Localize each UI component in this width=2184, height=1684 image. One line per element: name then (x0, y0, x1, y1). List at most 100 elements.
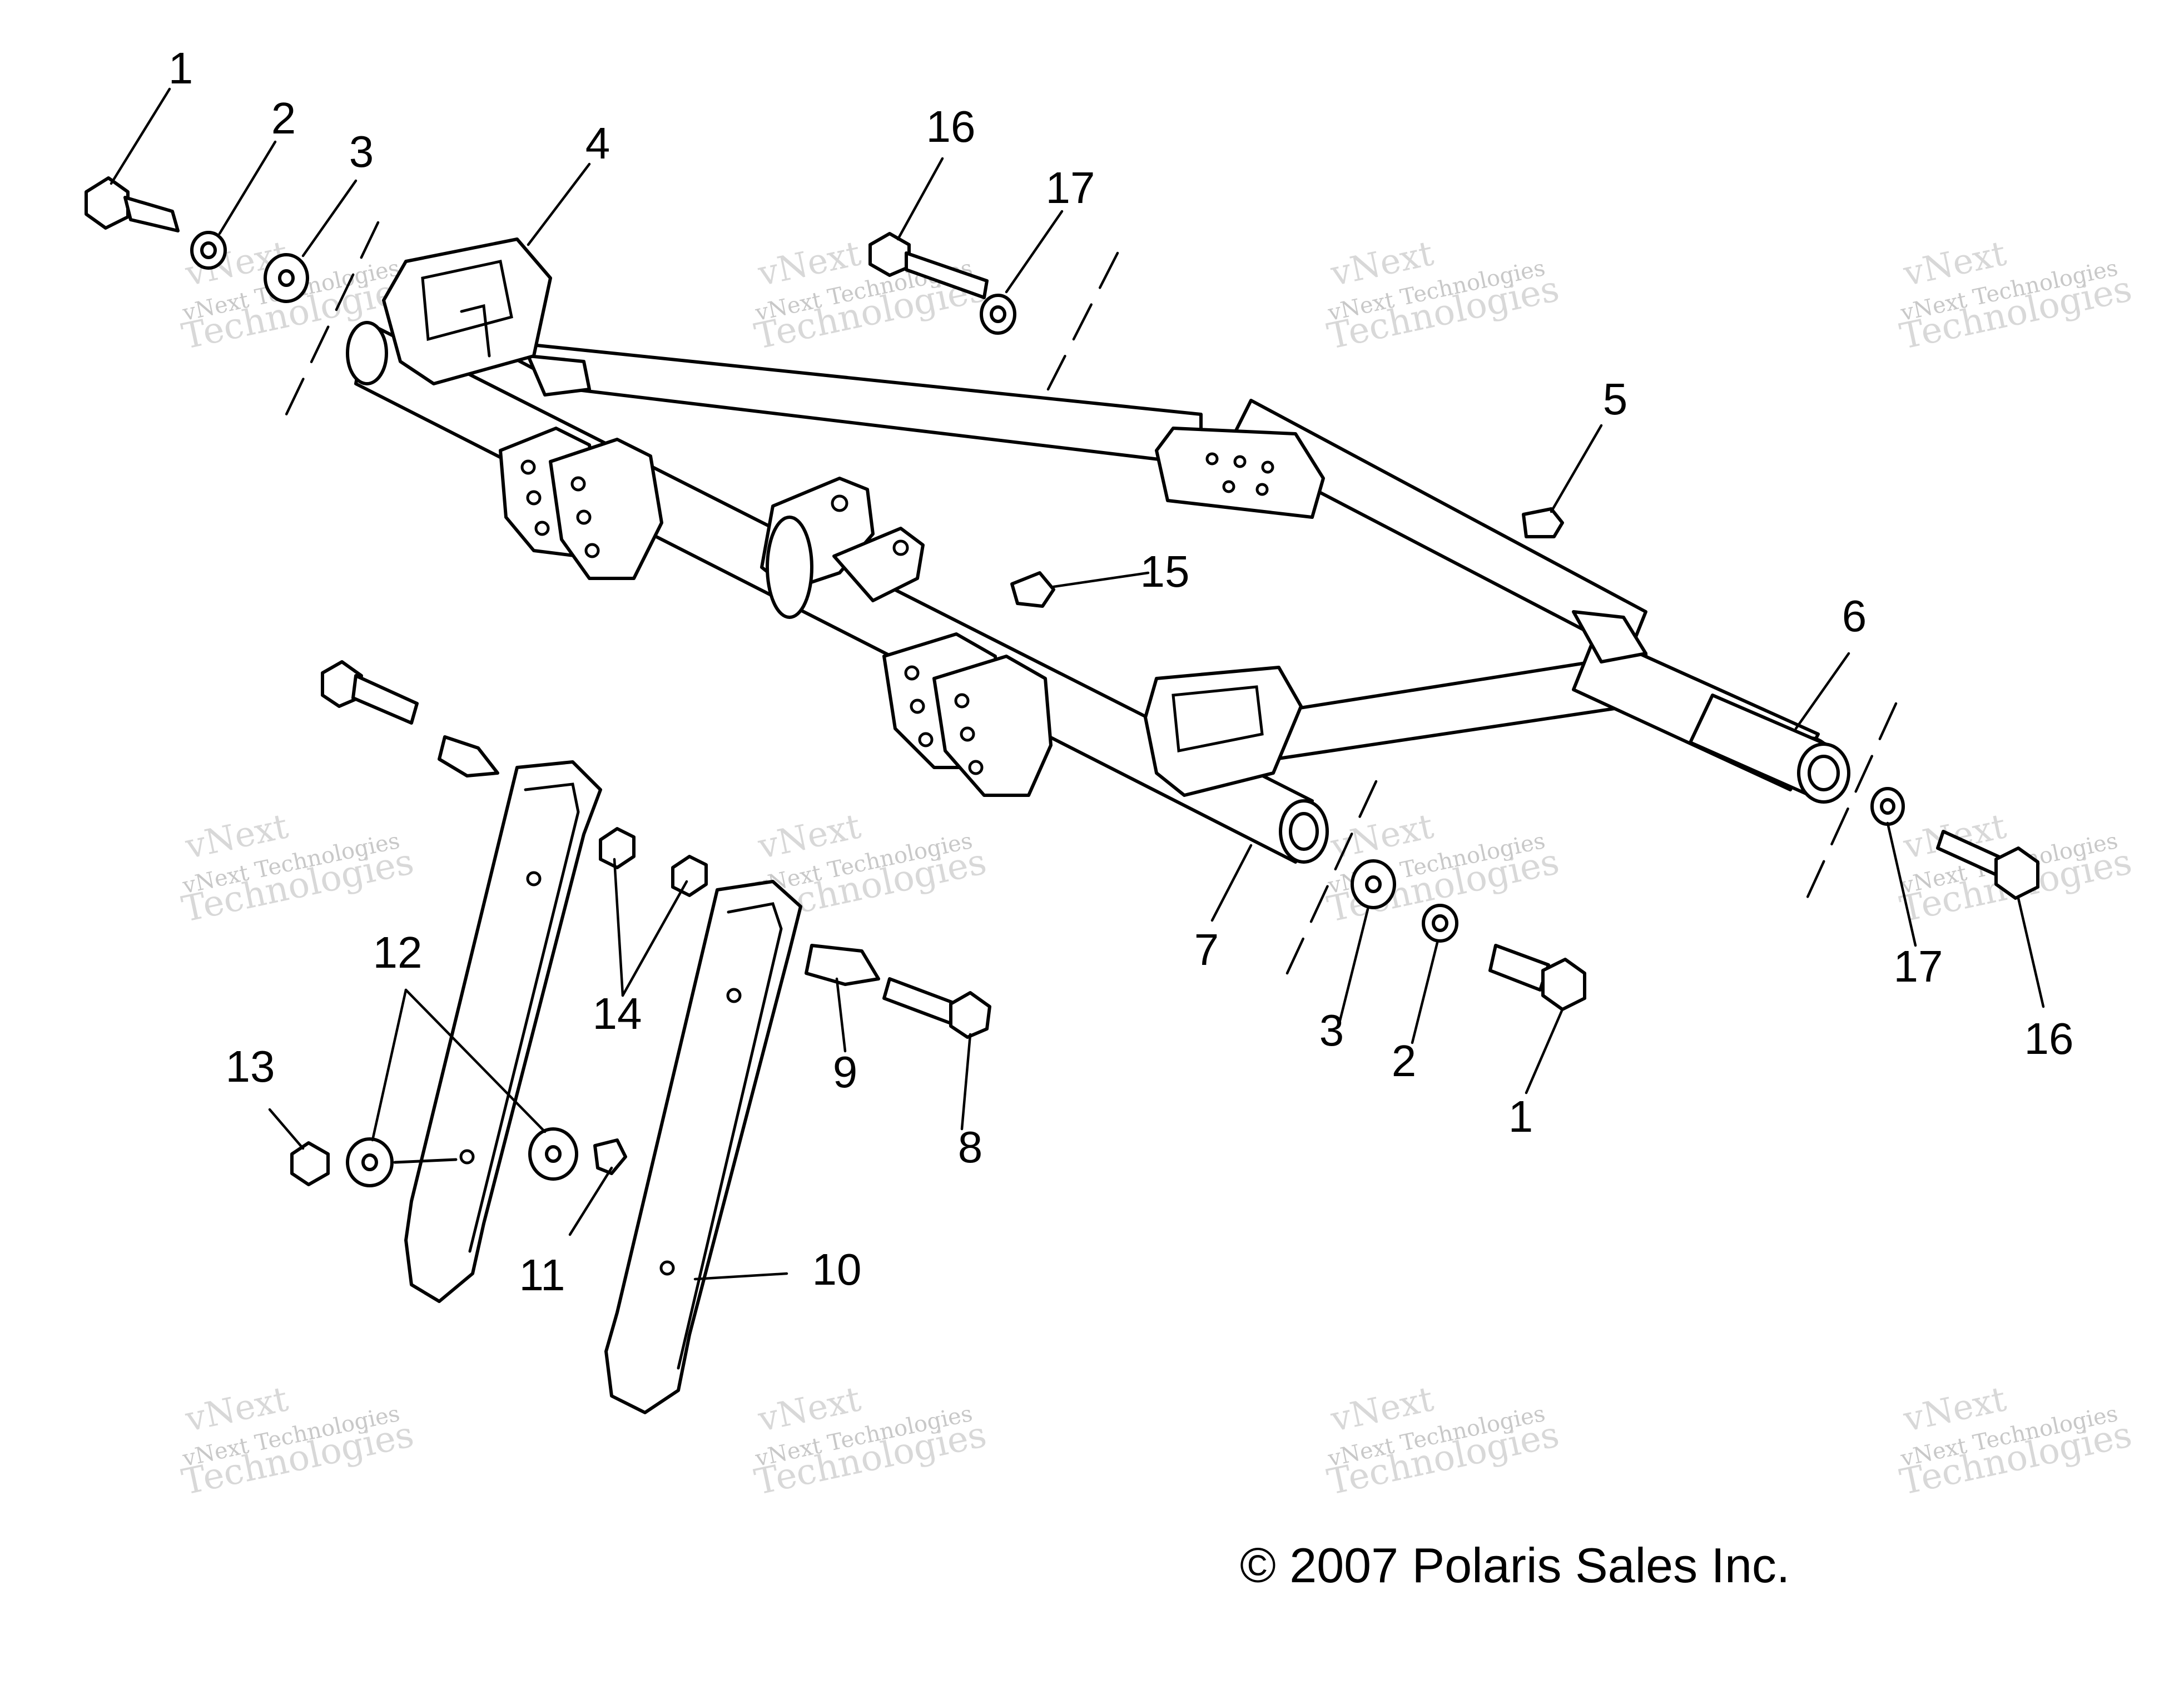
leader-line (960, 1033, 972, 1131)
plate-hole (576, 509, 592, 525)
grease-fitting (1010, 571, 1055, 608)
bolt-shank (123, 196, 180, 232)
gusset-hole (1222, 480, 1235, 493)
spacer (805, 944, 880, 986)
grease-fitting (1522, 507, 1564, 538)
callout-label: 16 (926, 102, 976, 151)
washer-hole (278, 269, 295, 287)
leader-line (1525, 1008, 1564, 1094)
front-torque-arm-frame (346, 237, 1850, 864)
bolt-shank (1488, 944, 1550, 992)
callout-label: 16 (2024, 1014, 2074, 1063)
rear-shaft-bore (1808, 755, 1840, 791)
washer-hole (990, 305, 1006, 323)
lower-link-assembly (290, 660, 991, 1414)
copyright-notice: © 2007 Polaris Sales Inc. (1240, 1538, 1790, 1593)
leader-line (110, 87, 171, 185)
plate-hole (918, 732, 934, 747)
gusset-hole (1205, 452, 1219, 465)
right-strap-bracket (1144, 666, 1303, 797)
gusset-hole (1255, 483, 1269, 496)
axis-line-front-left (1285, 780, 1378, 975)
nut (599, 827, 636, 869)
center-collar (766, 516, 813, 619)
left-strap-detail (460, 304, 491, 358)
leader-line (1550, 424, 1603, 513)
callout-label: 13 (226, 1042, 275, 1091)
link-hole (526, 871, 542, 886)
main-shaft-left-end (346, 321, 388, 385)
washer-hole (1365, 875, 1382, 893)
callout-label: 15 (1140, 547, 1190, 596)
leader-line (835, 977, 847, 1053)
bolt-head (868, 232, 911, 277)
bolt-head (1541, 958, 1586, 1011)
callout-label: 7 (1194, 925, 1219, 974)
right-fasteners (1351, 787, 2039, 1011)
plate-hole (534, 521, 550, 536)
callout-label: 2 (271, 93, 296, 143)
bolt-shank (905, 251, 989, 299)
left-link-arm (404, 760, 602, 1303)
callout-label: 14 (593, 989, 642, 1038)
gusset-hole (1261, 460, 1274, 474)
link-hole (726, 988, 742, 1003)
mount-plate-right-b (932, 655, 1053, 797)
upper-fasteners (85, 176, 1564, 608)
leader-line (613, 858, 624, 997)
plate-hole (960, 726, 975, 742)
bolt-shank (351, 674, 419, 725)
callout-label: 1 (168, 43, 193, 93)
right-strap-slot (1172, 685, 1264, 752)
washer-leader (393, 1158, 458, 1164)
callout-label: 5 (1603, 374, 1628, 424)
plate-hole (831, 494, 848, 512)
callout-label: 17 (1894, 942, 1943, 991)
axis-line-front-right (1805, 702, 1898, 900)
leader-line (896, 157, 944, 241)
plate-hole (904, 665, 920, 681)
washer-hole (1432, 914, 1448, 932)
plate-hole (526, 490, 542, 506)
leader-line (301, 179, 358, 257)
bolt-head (1994, 846, 2039, 900)
callout-label: 1 (1508, 1092, 1533, 1141)
link-edge (677, 902, 783, 1370)
plate-hole (570, 476, 586, 492)
center-gusset (1155, 427, 1325, 519)
leader-line (2017, 897, 2045, 1008)
plate-hole (520, 459, 536, 475)
callout-labels: 1 2 3 4 16 17 5 15 6 7 3 2 1 17 16 12 13… (168, 43, 2074, 1300)
axis-line-left-rear (285, 221, 380, 416)
leader-line (527, 162, 591, 246)
link-hole (659, 1260, 675, 1276)
plate-hole (892, 539, 909, 556)
plate-hole (954, 693, 970, 709)
callout-label: 17 (1046, 163, 1095, 212)
bolt-head (85, 176, 130, 230)
gusset-hole (1233, 455, 1247, 468)
callout-label: 6 (1842, 591, 1867, 641)
plate-hole (584, 543, 600, 558)
plate-hole (910, 699, 925, 714)
axis-line-upper (1046, 251, 1119, 391)
leader-line (621, 880, 688, 997)
leader-line (1794, 652, 1850, 730)
leader-line (568, 1166, 613, 1236)
nut (290, 1141, 330, 1186)
rear-gusset (1572, 610, 1647, 663)
link-hole (459, 1149, 475, 1165)
leader-line (218, 140, 277, 235)
washer-hole (200, 241, 217, 259)
leader-line (371, 988, 408, 1142)
leader-line (693, 1272, 788, 1281)
callout-label: 11 (519, 1250, 565, 1300)
pivot-pin (593, 1138, 627, 1175)
upper-gusset (527, 354, 591, 397)
leader-line (1005, 210, 1064, 294)
main-shaft-bore (1289, 812, 1319, 851)
washer-hole (1880, 798, 1895, 815)
leader-line (1338, 908, 1369, 1022)
leader-line (1886, 821, 1917, 947)
